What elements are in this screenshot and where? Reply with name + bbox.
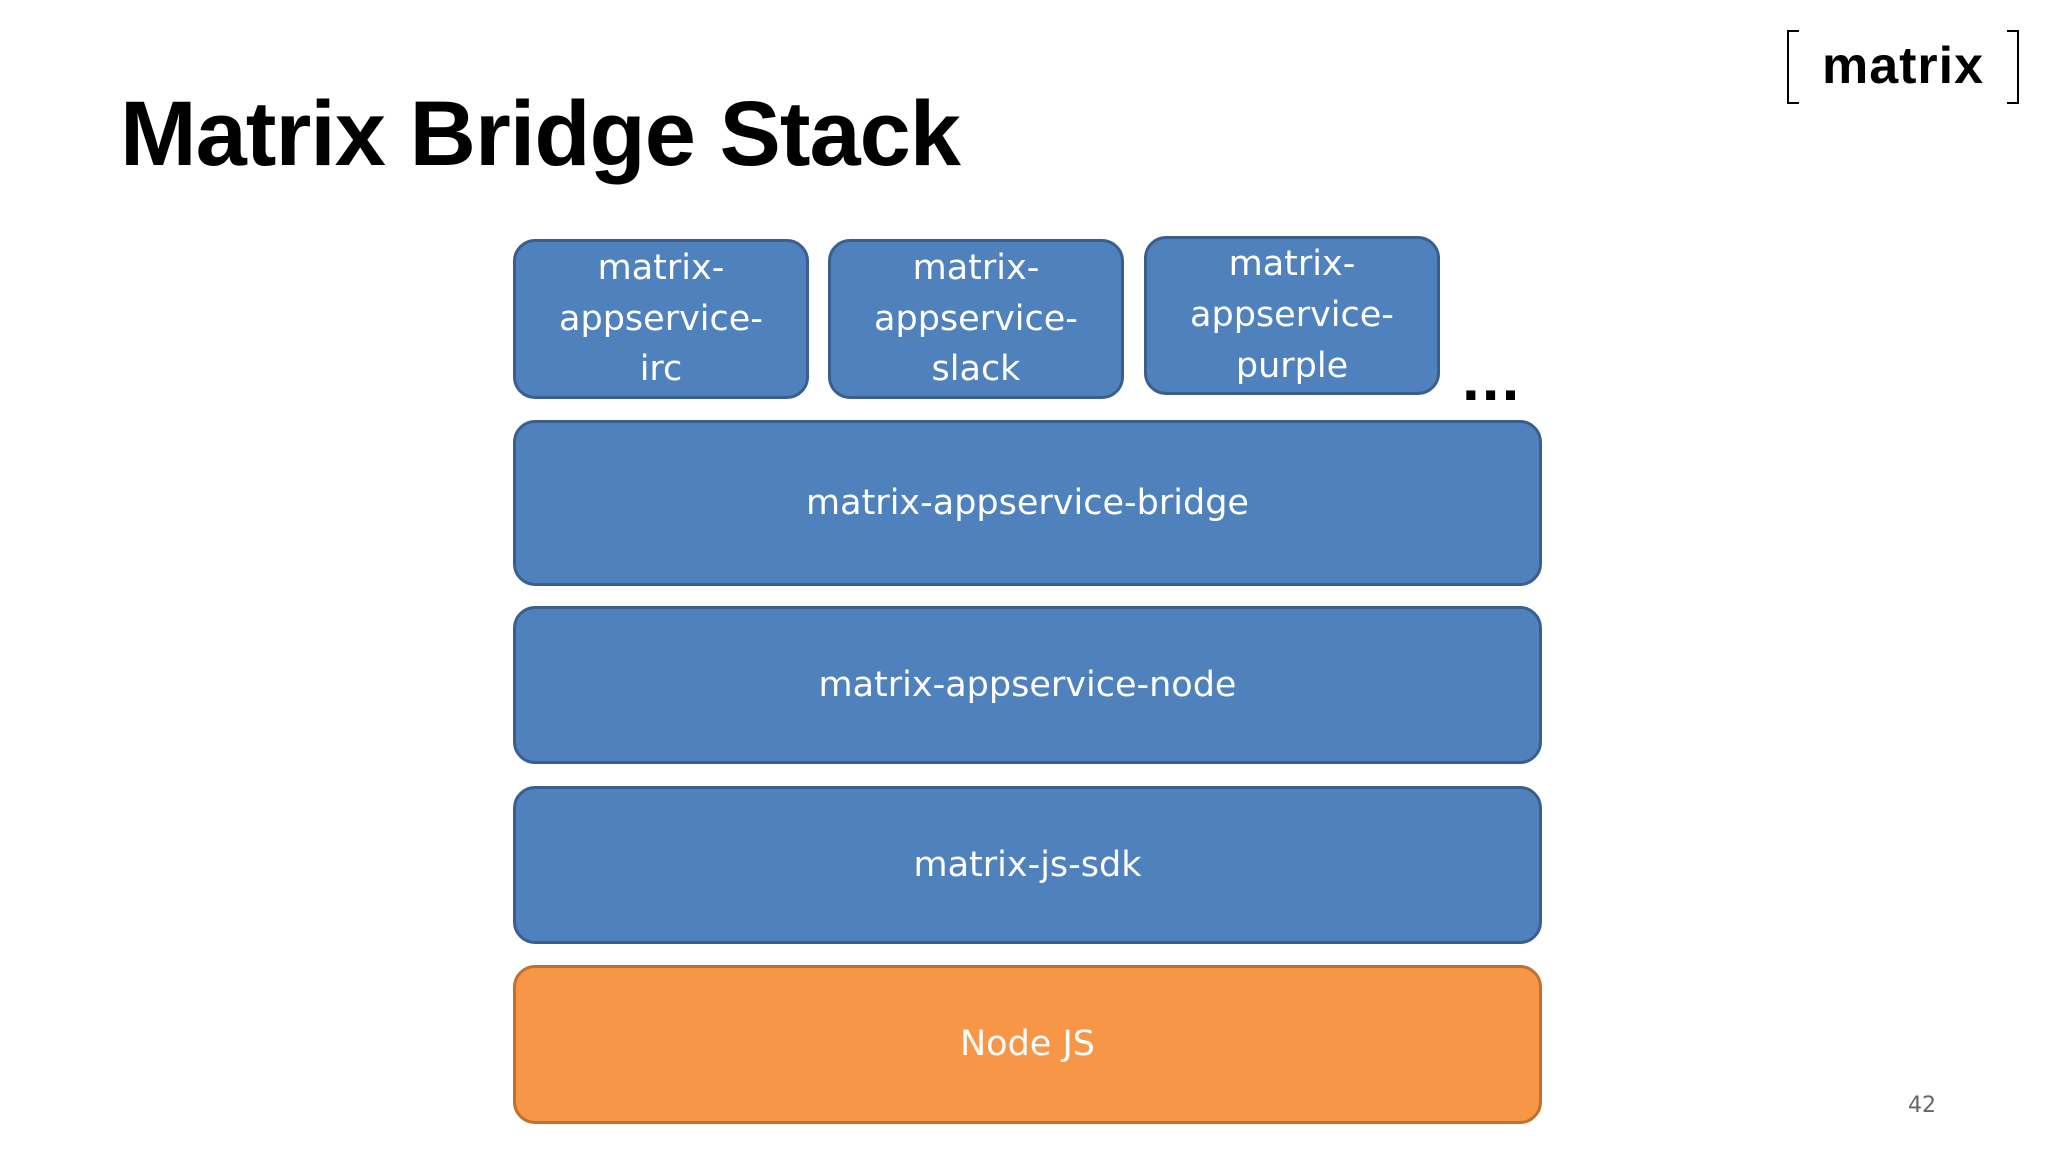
logo-right-bracket: [2007, 30, 2019, 104]
slide-title: Matrix Bridge Stack: [120, 83, 961, 185]
matrix-logo: matrix: [1787, 30, 2019, 106]
layer-label-node: matrix-appservice-node: [818, 664, 1237, 705]
layer-label-bridge: matrix-appservice-bridge: [806, 482, 1249, 523]
layer-label-js-sdk: matrix-js-sdk: [913, 844, 1142, 885]
logo-left-bracket: [1787, 30, 1799, 104]
layer-box-js-sdk: matrix-js-sdk: [513, 786, 1542, 944]
module-label-irc: matrix- appservice- irc: [559, 247, 763, 390]
module-box-slack: matrix- appservice- slack: [828, 239, 1124, 399]
layer-box-nodejs: Node JS: [513, 965, 1542, 1124]
page-number: 42: [1908, 1093, 1936, 1118]
logo-wordmark: matrix: [1821, 37, 1985, 95]
layer-box-bridge: matrix-appservice-bridge: [513, 420, 1542, 586]
more-modules-ellipsis: ...: [1462, 342, 1522, 414]
module-label-purple: matrix- appservice- purple: [1190, 244, 1394, 386]
module-label-slack: matrix- appservice- slack: [874, 247, 1078, 390]
module-box-purple: matrix- appservice- purple: [1144, 236, 1440, 395]
layer-box-node: matrix-appservice-node: [513, 606, 1542, 764]
layer-label-nodejs: Node JS: [959, 1024, 1095, 1065]
module-box-irc: matrix- appservice- irc: [513, 239, 809, 399]
